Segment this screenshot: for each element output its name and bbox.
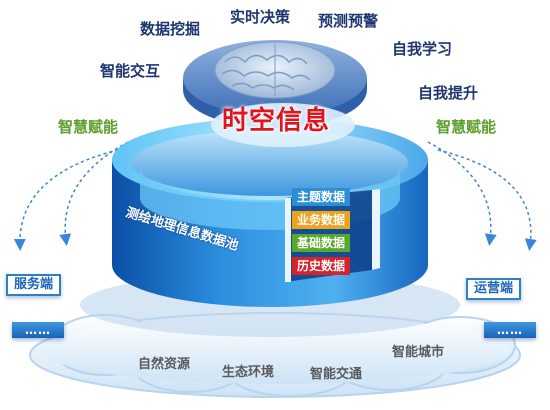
capability-self-improvement: 自我提升 bbox=[418, 84, 479, 102]
operation-terminal: 运营端 bbox=[466, 278, 522, 300]
right-placeholder-box: …… bbox=[484, 322, 536, 338]
core-title: 时空信息 bbox=[222, 106, 331, 136]
data-layer-business: 业务数据 bbox=[292, 211, 351, 229]
capability-realtime-decision: 实时决策 bbox=[230, 8, 291, 26]
application-ecological-environment: 生态环境 bbox=[222, 365, 275, 380]
data-layer-history: 历史数据 bbox=[292, 257, 351, 275]
capability-smart-interaction: 智能交互 bbox=[100, 62, 161, 80]
right-inner-arrow bbox=[427, 141, 497, 246]
capability-data-mining: 数据挖掘 bbox=[140, 20, 201, 38]
left-outer-arrow bbox=[13, 149, 119, 251]
title-plate bbox=[211, 103, 355, 147]
data-layer-theme: 主题数据 bbox=[292, 188, 351, 206]
cloud-base bbox=[29, 312, 521, 398]
service-terminal: 服务端 bbox=[6, 274, 62, 296]
brain-disc bbox=[183, 40, 367, 128]
empowerment-right: 智慧赋能 bbox=[436, 118, 497, 136]
capability-prediction-warning: 预测预警 bbox=[318, 12, 379, 30]
application-smart-transportation: 智能交通 bbox=[310, 367, 363, 382]
data-layer-basic: 基础数据 bbox=[292, 234, 351, 252]
left-inner-arrow bbox=[59, 141, 129, 246]
empowerment-left: 智慧赋能 bbox=[58, 118, 119, 136]
left-placeholder-box: …… bbox=[12, 322, 64, 338]
application-smart-city: 智能城市 bbox=[392, 345, 445, 360]
capability-self-learning: 自我学习 bbox=[392, 40, 453, 58]
application-natural-resources: 自然资源 bbox=[138, 357, 191, 372]
